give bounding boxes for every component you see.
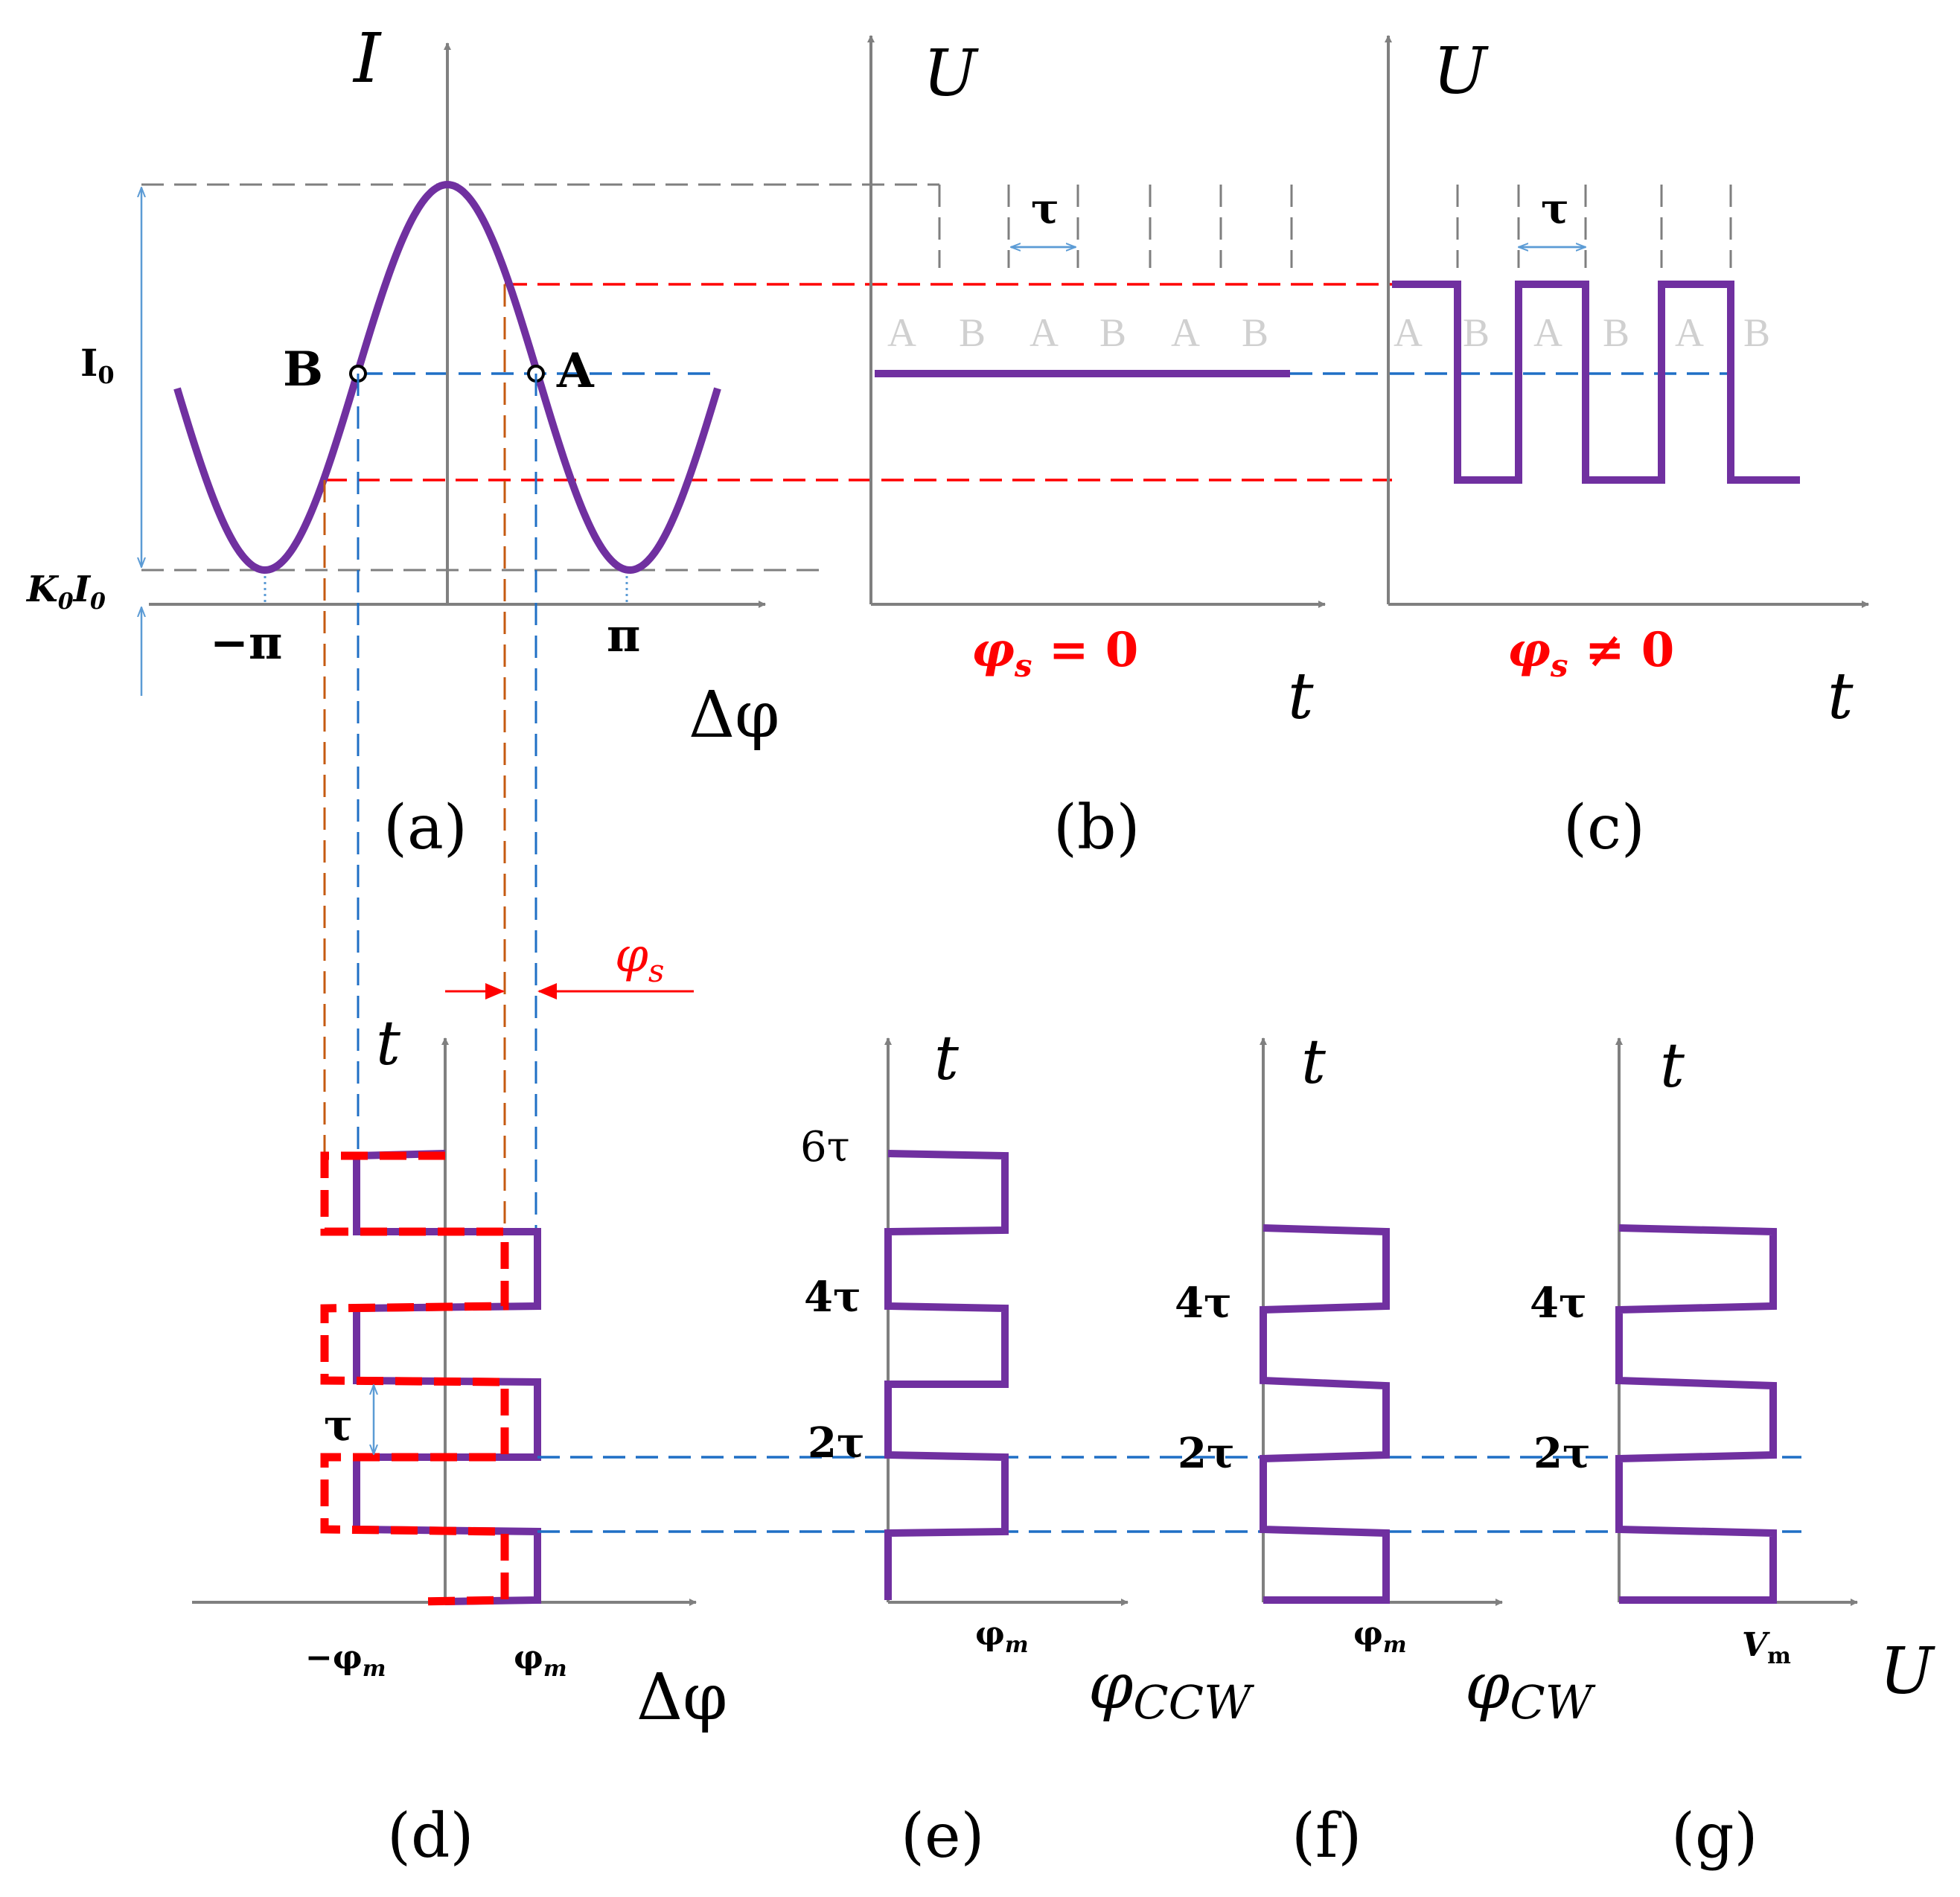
e-phim-label: φm [975,1615,1029,1658]
panel-c-caption: (c) [1563,793,1645,863]
panel-d-caption: (d) [387,1801,473,1872]
panel-g: 4τ 2τ t Vm U (g) [1530,1031,1935,1872]
g-tick-2tau: 2τ [1533,1429,1591,1478]
f-y-axis-label: t [1301,1027,1327,1098]
c-slot-label: B [1463,310,1490,355]
a-y-axis-label: I [352,19,382,98]
f-tick-4tau: 4τ [1175,1279,1232,1328]
b-slot-label: B [1099,310,1126,355]
e-tick-2tau: 2τ [808,1418,865,1468]
d-x-axis-label: Δφ [636,1660,727,1735]
neg-phim-label: −φm [305,1639,386,1682]
e-tick-6tau: 6τ [800,1123,850,1171]
e-x-axis-label: φCCW [1088,1649,1254,1730]
panel-b-caption: (b) [1053,793,1140,863]
d-y-axis-label: t [376,1008,401,1079]
f-x-axis-label: φCW [1465,1649,1596,1730]
panel-f-caption: (f) [1292,1801,1362,1872]
panel-d: φs τ t Δφ −φm φm (d) [192,928,727,1872]
point-a-label: A [556,343,595,399]
e-tick-4tau: 4τ [804,1273,861,1322]
panel-g-caption: (g) [1671,1801,1758,1872]
f-purple-square-wave [1260,1224,1390,1604]
b-slot-label: A [887,310,916,355]
k0i0-label: K0I0 [25,569,106,615]
c-x-axis-label: t [1827,659,1854,734]
c-slot-label: A [1675,310,1704,355]
g-x-axis-label: U [1880,1634,1935,1709]
a-x-axis-label: Δφ [689,678,779,752]
g-y-axis-label: t [1660,1031,1685,1101]
b-x-axis-label: t [1288,659,1314,734]
c-y-axis-label: U [1433,34,1489,109]
b-tau-label: τ [1031,185,1059,234]
c-phase-condition: φs ≠ 0 [1507,622,1674,684]
g-purple-square-wave [1615,1224,1777,1604]
point-b-label: B [283,342,323,397]
panel-a-caption: (a) [383,793,467,863]
interference-cosine-curve [173,180,721,575]
c-tau-label: τ [1541,185,1569,234]
f-phim-label: φm [1353,1615,1407,1658]
c-slot-label: B [1743,310,1770,355]
b-slot-label: B [1242,310,1268,355]
i0-label: I0 [80,341,115,389]
b-slot-label: A [1030,310,1059,355]
c-slot-label: B [1603,310,1629,355]
panel-a: I Δφ I0 K0I0 −π π B A (a) [25,19,1392,863]
panel-e-caption: (e) [901,1801,985,1872]
pi-label: π [607,608,640,662]
d-tau-label: τ [324,1400,353,1450]
b-slot-label: A [1171,310,1200,355]
b-y-axis-label: U [923,36,979,111]
b-phase-condition: φs = 0 [971,622,1138,684]
neg-pi-label: −π [210,615,282,670]
d-red-dashed-square-wave [320,1151,509,1606]
c-slot-label: A [1394,310,1423,355]
phis-label: φs [615,928,664,989]
b-slot-label: B [959,310,986,355]
f-tick-2tau: 2τ [1178,1429,1235,1478]
e-y-axis-label: t [934,1023,960,1094]
projection-guides [323,284,537,1235]
c-slot-label: A [1533,310,1562,355]
c-square-wave-signal [1392,281,1800,484]
phim-label: φm [514,1639,567,1682]
g-vm-label: Vm [1742,1626,1791,1669]
g-tick-4tau: 4τ [1530,1279,1587,1328]
panel-f: 4τ 2τ t φm φCW (f) [1175,1027,1596,1872]
panel-e: 6τ 4τ 2τ t φm φCCW (e) [800,1023,1254,1872]
e-purple-square-wave [884,1150,1009,1600]
